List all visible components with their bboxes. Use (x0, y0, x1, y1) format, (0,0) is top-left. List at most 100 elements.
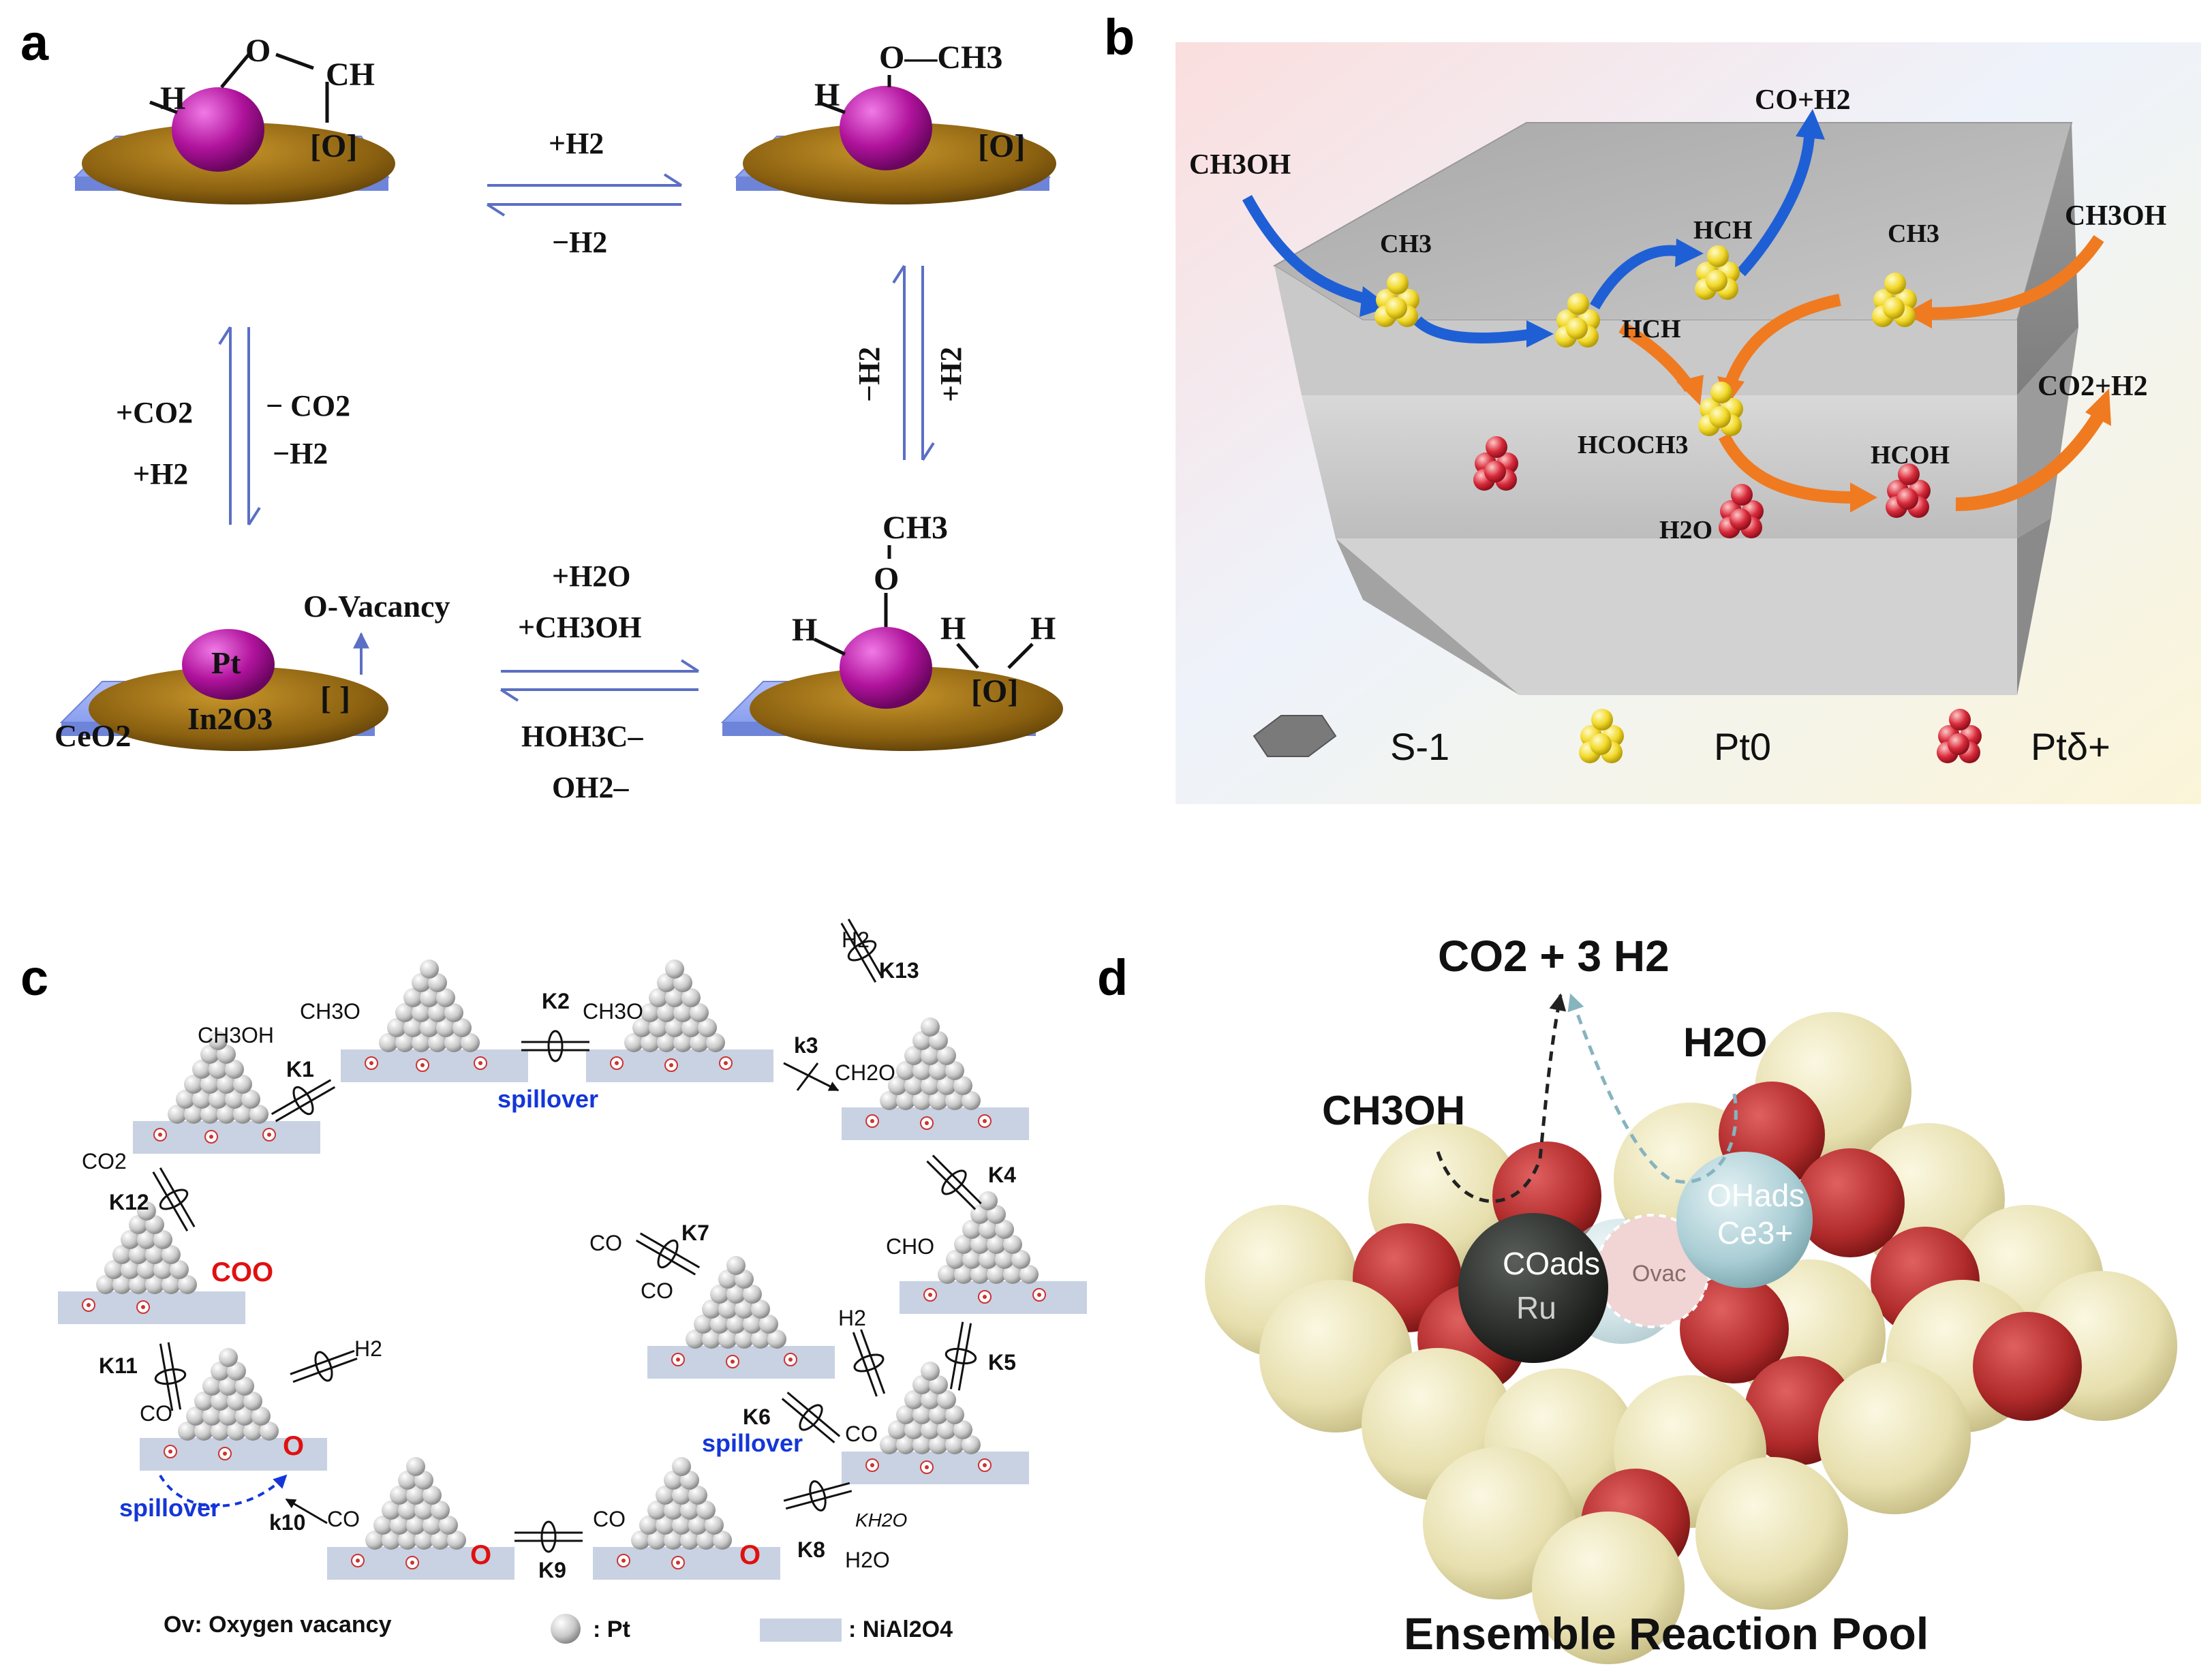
oxygen-site-label: [O] (978, 128, 1025, 164)
formic-acid-label: HCOH (1871, 441, 1950, 470)
panel-c: c (20, 913, 1087, 1644)
h2-label-top: H2 (842, 928, 870, 952)
ch3oh-label-right: CH3OH (2065, 200, 2166, 232)
legend-b: S-1 Pt0 Ptδ+ (1253, 709, 2110, 768)
equilibrium-left (218, 326, 261, 526)
in2o3-particle (750, 666, 1063, 751)
ch3o-label-2: CH3O (583, 999, 643, 1024)
ce-atom (1676, 1152, 1813, 1288)
catalyst-state (327, 1457, 514, 1580)
ch3oh-label: CH3OH (1322, 1088, 1465, 1133)
ru-label: Ru (1516, 1290, 1556, 1325)
legend-support-label: : NiAl2O4 (848, 1616, 953, 1642)
k9-label: K9 (538, 1558, 566, 1582)
ceo2-label: CeO2 (55, 718, 131, 753)
catalyst-state (58, 1201, 245, 1324)
catalyst-state (900, 1191, 1087, 1314)
arrow-label-left-down-2: −H2 (273, 437, 328, 470)
oh-ads-label: OHads (1707, 1178, 1804, 1213)
k2-label: K2 (542, 989, 570, 1013)
co2-label: CO2 (82, 1149, 127, 1174)
irreversible-arrow-k10 (285, 1498, 328, 1524)
irreversible-arrow-k3 (783, 1062, 840, 1092)
panel-d-caption: Ensemble Reaction Pool (1404, 1608, 1929, 1659)
equilibrium-bottom (500, 659, 700, 702)
h2o-label: H2O (1659, 516, 1712, 545)
orange-arrow-1 (1928, 235, 2104, 320)
h-label-1: H (792, 612, 817, 648)
formaldehyde-label-1: HCH (1693, 216, 1753, 245)
o-label: O (874, 561, 899, 597)
blue-arrow-1 (1242, 195, 1371, 305)
arrow-label-bottom-forward-1: +H2O (552, 559, 631, 593)
panel-b: b (1104, 9, 2201, 804)
orange-arrow-4 (1718, 433, 1854, 504)
oxygen-atom-label: O (470, 1540, 491, 1570)
orange-arrow-5 (1955, 412, 2105, 511)
methyl-formate-label: HCOCH3 (1578, 431, 1689, 459)
k11-label: K11 (99, 1353, 138, 1378)
spillover-label-mid: spillover (702, 1429, 803, 1457)
h2o-path (1567, 993, 1738, 1184)
cho-label: CHO (886, 1234, 934, 1259)
catalyst-state (341, 960, 528, 1082)
equilibrium-arrow-k9 (513, 1520, 584, 1553)
spillover-label-bottom: spillover (119, 1494, 220, 1522)
arrow-label-left-up-1: +CO2 (116, 396, 193, 429)
h2o-label: H2O (845, 1548, 890, 1572)
species-methoxy-water: CH3 O H H H [O] (722, 510, 1063, 751)
arrow-label-right-2: +H2 (934, 347, 968, 402)
h2-label-left: H2 (354, 1336, 382, 1361)
equilibrium-arrow-h2 (285, 1339, 363, 1394)
h-label-3: H (1030, 611, 1056, 647)
co-label-2: CO (641, 1278, 673, 1303)
equilibrium-arrow-h2-mid (842, 1324, 896, 1402)
h-label: H (160, 80, 185, 117)
orange-arrow-2 (1725, 294, 1841, 384)
blue-arrow-2 (1413, 316, 1535, 343)
pt-atom (840, 86, 932, 170)
o-vacancy-label: O-Vacancy (303, 589, 450, 624)
arrow-label-right-1: −H2 (852, 347, 886, 402)
pt-sphere-icon (551, 1614, 581, 1644)
co-label-3: CO (845, 1422, 878, 1446)
o-label: O (245, 33, 271, 69)
methoxy-label-right: CH3 (1888, 219, 1939, 248)
oxygen-site-label: [O] (310, 128, 357, 164)
arrow-label-left-down-1: − CO2 (266, 389, 350, 423)
legend-label-pt0: Pt0 (1714, 725, 1771, 768)
pt-atom (182, 629, 275, 700)
ch3oh-label-left: CH3OH (1189, 149, 1291, 181)
in2o3-label: In2O3 (187, 701, 273, 736)
panel-letter-d: d (1097, 949, 1128, 1006)
co-ads-label: COads (1503, 1246, 1600, 1281)
co-label-6: CO (140, 1401, 172, 1426)
co-label-1: CO (589, 1231, 622, 1255)
ovac-label: Ovac (1632, 1261, 1686, 1287)
arrow-label-bottom-reverse-1: HOH3C– (521, 720, 643, 753)
panel-d: d (1097, 932, 2177, 1664)
species-methoxy: H O—CH3 [O] (735, 40, 1056, 204)
formaldehyde-label-2: HCH (1622, 315, 1681, 343)
co-label-4: CO (593, 1507, 626, 1531)
arrow-label-top-forward: +H2 (549, 127, 604, 160)
k6-label: K6 (743, 1405, 771, 1429)
in2o3-particle (89, 666, 388, 751)
h-label-2: H (940, 611, 966, 647)
support-swatch-icon (760, 1619, 842, 1642)
panel-letter-b: b (1104, 9, 1135, 65)
k1-label: K1 (286, 1057, 314, 1082)
methoxy-label: O—CH3 (879, 40, 1002, 76)
arrow-label-bottom-reverse-2: OH2– (552, 771, 629, 804)
legend-label-s1: S-1 (1390, 725, 1449, 768)
hexagon-prism-icon (1253, 715, 1337, 757)
product-label: CO2 + 3 H2 (1438, 932, 1670, 981)
oxygen-site-label: [O] (971, 673, 1018, 709)
ru-atom (1458, 1213, 1608, 1363)
k12-label: K12 (109, 1190, 149, 1214)
k10-label: k10 (269, 1510, 305, 1535)
k4-label: K4 (988, 1163, 1016, 1187)
co-h2-label: CO+H2 (1755, 85, 1851, 116)
panel-letter-c: c (20, 949, 48, 1006)
